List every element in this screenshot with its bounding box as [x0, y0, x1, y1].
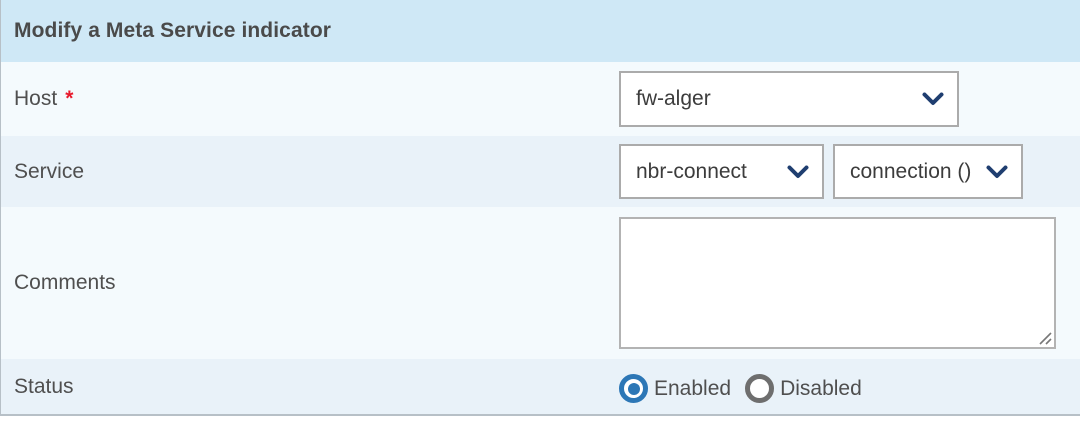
comments-field-cell [619, 207, 1080, 359]
service-row: Service nbr-connect connection () [1, 136, 1080, 207]
service-label-cell: Service [1, 136, 619, 207]
service-indicator-value: connection () [850, 159, 972, 183]
chevron-down-icon [922, 92, 944, 105]
chevron-down-icon [787, 165, 809, 178]
required-asterisk: * [65, 87, 74, 110]
radio-selected-icon [619, 374, 648, 403]
host-label: Host [14, 87, 58, 110]
host-select-value: fw-alger [636, 87, 711, 110]
page-title: Modify a Meta Service indicator [14, 19, 332, 42]
host-row: Host * fw-alger [1, 62, 1080, 136]
status-label-cell: Status [1, 359, 619, 414]
comments-textarea-wrap [619, 217, 1056, 349]
host-label-cell: Host * [1, 62, 619, 136]
status-field-cell: Enabled Disabled [619, 359, 1080, 414]
service-field-cell: nbr-connect connection () [619, 136, 1080, 207]
service-label: Service [14, 159, 85, 183]
comments-label: Comments [14, 271, 116, 294]
status-disabled-radio[interactable]: Disabled [745, 374, 862, 403]
comments-row: Comments [1, 207, 1080, 359]
chevron-down-icon [986, 165, 1008, 178]
host-select[interactable]: fw-alger [619, 71, 959, 127]
host-field-cell: fw-alger [619, 62, 1080, 136]
status-row: Status Enabled Disabled [1, 359, 1080, 414]
status-label: Status [14, 374, 74, 398]
form-title-bar: Modify a Meta Service indicator [1, 0, 1080, 62]
radio-unselected-icon [745, 374, 775, 403]
service-select[interactable]: nbr-connect [619, 144, 824, 199]
status-enabled-label: Enabled [654, 376, 732, 400]
service-indicator-select[interactable]: connection () [833, 144, 1023, 199]
service-select-value: nbr-connect [636, 159, 747, 183]
status-enabled-radio[interactable]: Enabled [619, 374, 731, 403]
comments-textarea[interactable] [619, 217, 1056, 349]
status-disabled-label: Disabled [780, 376, 862, 400]
comments-label-cell: Comments [1, 207, 619, 359]
